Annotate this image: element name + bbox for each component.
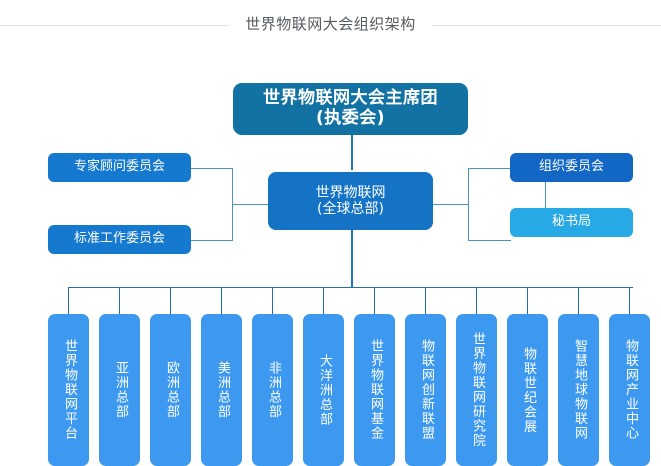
node-unit-4-label: 美洲总部 bbox=[214, 361, 230, 419]
node-unit-7-label: 世界物联网基金 bbox=[367, 339, 383, 441]
node-presidium[interactable]: 世界物联网大会主席团 (执委会) bbox=[233, 83, 468, 135]
node-unit-5-label: 非洲总部 bbox=[265, 361, 281, 419]
connector-left-top-arm bbox=[190, 168, 233, 169]
connector-drop-3 bbox=[170, 287, 171, 314]
connector-drop-7 bbox=[374, 287, 375, 314]
node-unit-1-label: 世界物联网平台 bbox=[61, 339, 77, 441]
connector-drop-2 bbox=[119, 287, 120, 314]
node-standards-working-committee-label: 标准工作委员会 bbox=[73, 231, 165, 247]
node-unit-1[interactable]: 世界物联网平台 bbox=[48, 314, 89, 466]
connector-root-to-center bbox=[351, 134, 353, 170]
node-unit-4[interactable]: 美洲总部 bbox=[201, 314, 242, 466]
node-organizing-committee-label: 组织委员会 bbox=[538, 159, 604, 175]
connector-drop-5 bbox=[272, 287, 273, 314]
connector-drop-1 bbox=[68, 287, 69, 314]
connector-center-to-bus bbox=[351, 230, 353, 287]
node-unit-2-label: 亚洲总部 bbox=[112, 361, 128, 419]
node-unit-12-label: 物联网产业中心 bbox=[622, 339, 638, 441]
node-presidium-line2: (执委会) bbox=[315, 108, 386, 128]
page-title: 世界物联网大会组织架构 bbox=[0, 13, 661, 35]
connector-bottom-bus bbox=[68, 287, 633, 288]
connector-drop-11 bbox=[578, 287, 579, 314]
connector-right-bottom-arm bbox=[468, 240, 511, 241]
node-global-headquarters-line2: (全球总部) bbox=[317, 201, 384, 217]
node-unit-5[interactable]: 非洲总部 bbox=[252, 314, 293, 466]
node-unit-10-label: 物联世纪会展 bbox=[520, 346, 536, 434]
node-global-headquarters-line1: 世界物联网 bbox=[315, 184, 386, 201]
node-unit-8[interactable]: 物联网创新联盟 bbox=[405, 314, 446, 466]
node-unit-6-label: 大洋洲总部 bbox=[316, 353, 332, 427]
node-unit-12[interactable]: 物联网产业中心 bbox=[609, 314, 650, 466]
node-organizing-committee[interactable]: 组织委员会 bbox=[510, 153, 633, 182]
node-presidium-line1: 世界物联网大会主席团 bbox=[263, 88, 438, 109]
node-unit-11-label: 智慧地球物联网 bbox=[571, 339, 587, 441]
connector-drop-12 bbox=[629, 287, 630, 314]
connector-drop-4 bbox=[221, 287, 222, 314]
connector-drop-8 bbox=[425, 287, 426, 314]
node-expert-advisory-committee[interactable]: 专家顾问委员会 bbox=[48, 153, 191, 182]
connector-drop-9 bbox=[476, 287, 477, 314]
connector-left-bottom-arm bbox=[190, 240, 233, 241]
connector-org-to-secretariat bbox=[545, 175, 546, 210]
node-unit-6[interactable]: 大洋洲总部 bbox=[303, 314, 344, 466]
node-unit-9[interactable]: 世界物联网研究院 bbox=[456, 314, 497, 466]
connector-drop-10 bbox=[527, 287, 528, 314]
node-expert-advisory-committee-label: 专家顾问委员会 bbox=[73, 159, 165, 175]
connector-right-stem bbox=[433, 204, 469, 205]
node-unit-9-label: 世界物联网研究院 bbox=[469, 332, 485, 448]
node-standards-working-committee[interactable]: 标准工作委员会 bbox=[48, 225, 191, 254]
page-header: 世界物联网大会组织架构 bbox=[0, 0, 661, 50]
node-unit-3-label: 欧洲总部 bbox=[163, 361, 179, 419]
page-title-text: 世界物联网大会组织架构 bbox=[229, 15, 432, 33]
node-unit-3[interactable]: 欧洲总部 bbox=[150, 314, 191, 466]
connector-right-top-arm bbox=[468, 168, 511, 169]
org-chart: 世界物联网大会主席团 (执委会) 专家顾问委员会 标准工作委员会 世界物联网 (… bbox=[0, 50, 661, 466]
node-unit-10[interactable]: 物联世纪会展 bbox=[507, 314, 548, 466]
node-global-headquarters[interactable]: 世界物联网 (全球总部) bbox=[268, 172, 433, 230]
node-secretariat-label: 秘书局 bbox=[551, 214, 591, 230]
connector-left-stem bbox=[232, 204, 268, 205]
node-unit-11[interactable]: 智慧地球物联网 bbox=[558, 314, 599, 466]
node-secretariat[interactable]: 秘书局 bbox=[510, 208, 633, 237]
node-unit-7[interactable]: 世界物联网基金 bbox=[354, 314, 395, 466]
node-unit-8-label: 物联网创新联盟 bbox=[418, 339, 434, 441]
connector-drop-6 bbox=[323, 287, 324, 314]
node-unit-2[interactable]: 亚洲总部 bbox=[99, 314, 140, 466]
